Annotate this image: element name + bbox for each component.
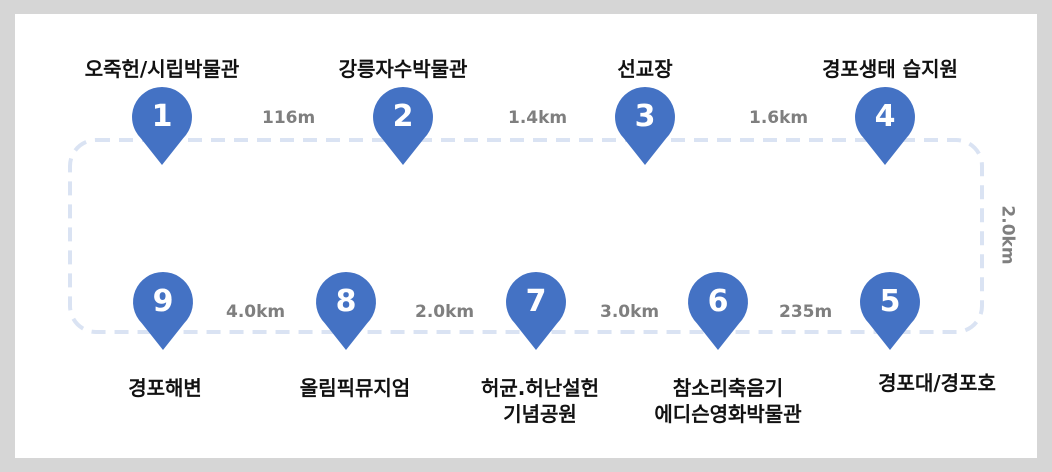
stop-marker-2: 2 xyxy=(373,87,433,165)
stop-label-6: 참소리축음기 에디슨영화박물관 xyxy=(654,376,802,426)
stop-marker-7: 7 xyxy=(506,272,566,350)
distance-3-4: 1.6km xyxy=(749,108,809,128)
map-pin-icon xyxy=(133,272,193,350)
distance-6-7: 3.0km xyxy=(600,302,660,322)
stop-marker-3: 3 xyxy=(615,87,675,165)
distance-8-9: 4.0km xyxy=(226,302,286,322)
stop-number: 8 xyxy=(335,284,357,319)
map-pin-icon xyxy=(688,272,748,350)
map-pin-icon xyxy=(860,272,920,350)
stop-label-7: 허균.허난설헌 기념공원 xyxy=(481,376,599,426)
stop-number: 3 xyxy=(634,99,656,134)
stop-marker-9: 9 xyxy=(133,272,193,350)
stop-label-4: 경포생태 습지원 xyxy=(822,57,958,81)
stop-marker-1: 1 xyxy=(132,87,192,165)
stop-marker-6: 6 xyxy=(688,272,748,350)
stop-number: 5 xyxy=(879,284,901,319)
stop-number: 1 xyxy=(151,99,173,134)
diagram-canvas xyxy=(15,14,1037,458)
stop-marker-5: 5 xyxy=(860,272,920,350)
distance-1-2: 116m xyxy=(262,108,316,128)
distance-5-6: 235m xyxy=(779,302,833,322)
stop-label-9: 경포해변 xyxy=(128,376,202,400)
stop-number: 6 xyxy=(707,284,729,319)
map-pin-icon xyxy=(316,272,376,350)
map-pin-icon xyxy=(373,87,433,165)
stop-marker-8: 8 xyxy=(316,272,376,350)
stop-label-2: 강릉자수박물관 xyxy=(338,57,468,81)
map-pin-icon xyxy=(506,272,566,350)
stop-label-3: 선교장 xyxy=(617,57,673,81)
map-pin-icon xyxy=(615,87,675,165)
stop-number: 7 xyxy=(525,284,547,319)
map-pin-icon xyxy=(855,87,915,165)
stop-marker-4: 4 xyxy=(855,87,915,165)
distance-2-3: 1.4km xyxy=(508,108,568,128)
stop-number: 4 xyxy=(874,99,896,134)
stop-label-5: 경포대/경포호 xyxy=(878,371,996,395)
stop-number: 9 xyxy=(152,284,174,319)
stop-label-1: 오죽헌/시립박물관 xyxy=(84,57,240,81)
distance-4-5: 2.0km xyxy=(997,205,1018,265)
distance-7-8: 2.0km xyxy=(415,302,475,322)
stop-number: 2 xyxy=(392,99,414,134)
route-path xyxy=(68,138,984,334)
map-pin-icon xyxy=(132,87,192,165)
stop-label-8: 올림픽뮤지엄 xyxy=(299,376,411,400)
